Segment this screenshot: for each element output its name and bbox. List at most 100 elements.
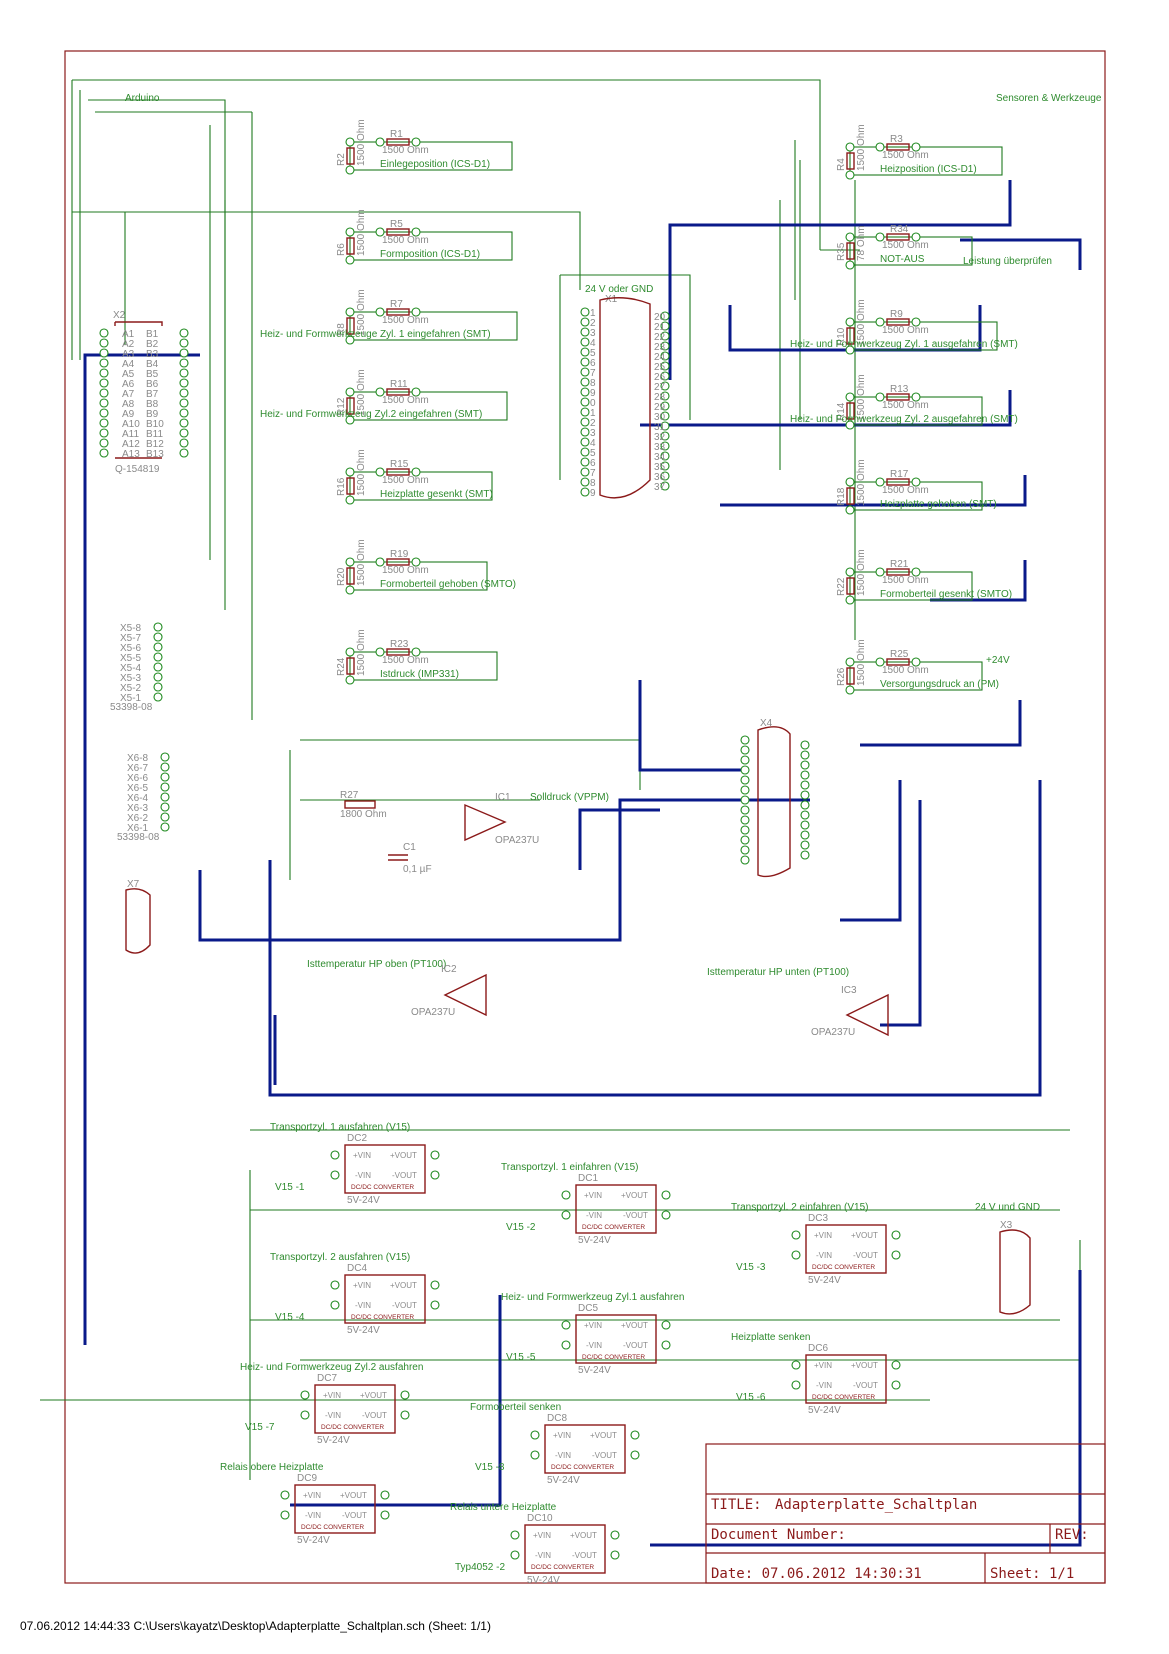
pin-label: +VIN bbox=[814, 1231, 832, 1240]
ic1-name: IC1 bbox=[495, 792, 511, 803]
dc-converter-label: Transportzyl. 2 einfahren (V15) bbox=[731, 1202, 868, 1213]
shunt-resistor-name: R10 bbox=[836, 327, 847, 346]
pin-label: X5-3 bbox=[120, 673, 142, 684]
pin-pad bbox=[179, 438, 189, 448]
pin-label: +VOUT bbox=[621, 1191, 648, 1200]
sensor-label: Versorgungsdruck an (PM) bbox=[880, 679, 999, 690]
pin-pad bbox=[660, 361, 670, 371]
pin-pad bbox=[660, 321, 670, 331]
pin-pad bbox=[800, 780, 810, 790]
dc-converter-type: DC/DC CONVERTER bbox=[301, 1524, 364, 1531]
shunt-resistor-name: R8 bbox=[336, 323, 347, 336]
pin-pad bbox=[153, 662, 163, 672]
dc-converter-range: 5V-24V bbox=[578, 1235, 611, 1246]
pad bbox=[911, 477, 921, 487]
series-resistor-name: R11 bbox=[390, 379, 408, 390]
pin-pad bbox=[580, 317, 590, 327]
dc-converter-range: 5V-24V bbox=[578, 1365, 611, 1376]
pin-pad bbox=[740, 765, 750, 775]
pad bbox=[845, 657, 855, 667]
pin-label: +VOUT bbox=[851, 1231, 878, 1240]
pad bbox=[375, 137, 385, 147]
pad bbox=[911, 567, 921, 577]
shunt-resistor-name: R6 bbox=[336, 243, 347, 256]
dc-converter-label: Heiz- und Formwerkzeug Zyl.2 ausfahren bbox=[240, 1362, 423, 1373]
shunt-resistor-name: R16 bbox=[336, 477, 347, 496]
pad bbox=[400, 1390, 410, 1400]
pad bbox=[661, 1320, 671, 1330]
pin-pad bbox=[800, 810, 810, 820]
pin-number: 37 bbox=[654, 482, 666, 493]
pad bbox=[330, 1280, 340, 1290]
x6-part: 53398-08 bbox=[117, 832, 160, 843]
pin-pad bbox=[740, 755, 750, 765]
series-resistor-value: 1500 Ohm bbox=[382, 395, 429, 406]
pin-pad bbox=[800, 760, 810, 770]
shunt-resistor-value: 1500 Ohm bbox=[356, 209, 367, 256]
pad bbox=[875, 392, 885, 402]
pin-label: A1 bbox=[122, 329, 135, 340]
pin-label: X6-4 bbox=[127, 793, 149, 804]
pad bbox=[911, 317, 921, 327]
dc-converter-type: DC/DC CONVERTER bbox=[551, 1464, 614, 1471]
pin-pad bbox=[179, 348, 189, 358]
pad bbox=[845, 317, 855, 327]
sensor-label: Heiz- und Formwerkzeug Zyl.2 eingefahren… bbox=[260, 409, 482, 420]
pin-pad bbox=[580, 397, 590, 407]
dc-converter-name: DC1 bbox=[578, 1173, 598, 1184]
pin-pad bbox=[580, 467, 590, 477]
pad bbox=[375, 227, 385, 237]
shunt-resistor bbox=[346, 657, 355, 675]
series-resistor-name: R17 bbox=[890, 469, 909, 480]
pin-label: -VIN bbox=[305, 1511, 321, 1520]
pin-pad bbox=[99, 338, 109, 348]
shunt-resistor-name: R22 bbox=[836, 577, 847, 596]
shunt-resistor-value: 1500 Ohm bbox=[856, 374, 867, 421]
pin-label: B4 bbox=[146, 359, 159, 370]
dc-converter-range: 5V-24V bbox=[808, 1405, 841, 1416]
x7-name: X7 bbox=[127, 879, 140, 890]
pin-label: +VIN bbox=[533, 1531, 551, 1540]
series-resistor-value: 1500 Ohm bbox=[382, 475, 429, 486]
pin-label: -VOUT bbox=[853, 1251, 878, 1260]
series-resistor-name: R25 bbox=[890, 649, 909, 660]
shunt-resistor-value: 1500 Ohm bbox=[856, 549, 867, 596]
pad bbox=[345, 307, 355, 317]
pin-number: 4 bbox=[590, 338, 596, 349]
pin-pad bbox=[660, 391, 670, 401]
pad bbox=[845, 170, 855, 180]
pin-number: 9 bbox=[590, 488, 596, 499]
pad bbox=[610, 1530, 620, 1540]
pin-pad bbox=[580, 447, 590, 457]
shunt-resistor bbox=[346, 477, 355, 495]
series-resistor bbox=[386, 228, 410, 236]
pad bbox=[411, 467, 421, 477]
c1-name: C1 bbox=[403, 842, 416, 853]
series-resistor-name: R13 bbox=[890, 384, 909, 395]
pin-label: B3 bbox=[146, 349, 159, 360]
dc-converter-name: DC2 bbox=[347, 1133, 367, 1144]
pin-pad bbox=[740, 735, 750, 745]
r27-value: 1800 Ohm bbox=[340, 809, 387, 820]
pin-pad bbox=[99, 448, 109, 458]
pin-pad bbox=[160, 772, 170, 782]
dc-converter-name: DC10 bbox=[527, 1513, 553, 1524]
pin-number: 29 bbox=[654, 402, 666, 413]
pin-pad bbox=[99, 328, 109, 338]
dc-converter-label: Formoberteil senken bbox=[470, 1402, 561, 1413]
sensor-box bbox=[349, 471, 493, 501]
shunt-resistor-name: R24 bbox=[336, 657, 347, 676]
series-resistor-value: 1500 Ohm bbox=[882, 400, 929, 411]
net-label: V15 -7 bbox=[245, 1422, 275, 1433]
dc-converter-body bbox=[544, 1424, 626, 1474]
pin-pad bbox=[580, 477, 590, 487]
pad bbox=[345, 585, 355, 595]
pin-pad bbox=[740, 775, 750, 785]
dc-converter-range: 5V-24V bbox=[808, 1275, 841, 1286]
pin-number: 24 bbox=[654, 352, 666, 363]
region-label-sensors: Sensoren & Werkzeuge bbox=[996, 93, 1102, 104]
pin-number: 21 bbox=[654, 322, 666, 333]
dc-converter-type: DC/DC CONVERTER bbox=[351, 1184, 414, 1191]
